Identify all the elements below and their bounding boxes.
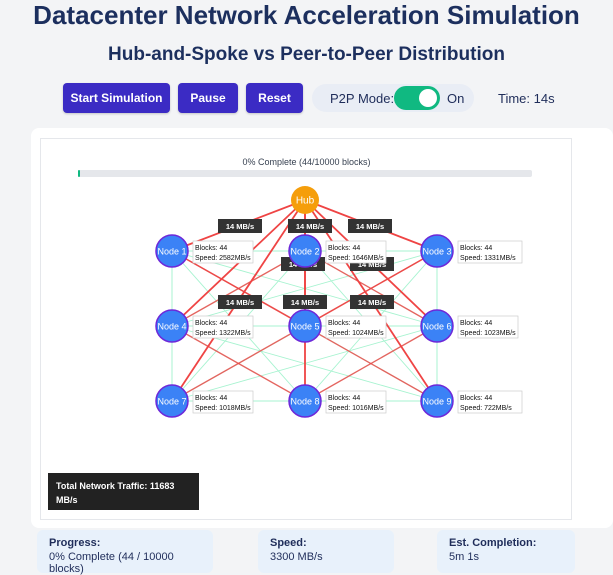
node-label: Node 4 [157, 322, 186, 332]
p2p-mode-toggle[interactable] [394, 86, 440, 110]
page-title: Datacenter Network Acceleration Simulati… [33, 0, 580, 30]
node-6 [420, 309, 454, 343]
node-3 [420, 234, 454, 268]
speed-stat-card: Speed: 3300 MB/s [258, 530, 394, 573]
node-speed: Speed: 1016MB/s [328, 405, 384, 412]
node-info-box [325, 240, 387, 264]
node-label: Node 2 [290, 247, 319, 257]
link-rate-badge [288, 219, 332, 233]
hub-label: Hub [296, 196, 315, 207]
node-speed: Speed: 1018MB/s [195, 405, 251, 412]
node-speed: Speed: 1331MB/s [460, 255, 516, 262]
traffic-overlay: Total Network Traffic: 11683 MB/s Active… [48, 473, 199, 519]
toggle-knob [419, 89, 437, 107]
node-blocks: Blocks: 44 [328, 245, 360, 252]
node-label: Node 8 [290, 397, 319, 407]
link-rate-badge [283, 295, 327, 309]
eta-stat-card: Est. Completion: 5m 1s [437, 530, 575, 573]
link-rate-label: 14 MB/s [226, 298, 254, 307]
node-speed: Speed: 1024MB/s [328, 330, 384, 337]
p2p-mode-container [312, 84, 474, 112]
eta-stat-label: Est. Completion: [449, 537, 537, 549]
hub-node [291, 186, 319, 214]
node-label: Node 9 [422, 397, 451, 407]
transfer-link [304, 325, 438, 402]
link-rate-badge [218, 219, 262, 233]
node-blocks: Blocks: 44 [460, 395, 492, 402]
active-transfers: Active Transfers: 9 [56, 509, 137, 519]
node-5 [288, 309, 322, 343]
node-info-box [192, 390, 254, 414]
speed-stat-label: Speed: [270, 537, 307, 549]
node-info-box [457, 390, 523, 414]
node-1 [155, 234, 189, 268]
node-label: Node 7 [157, 397, 186, 407]
node-info-box [457, 315, 519, 339]
link-rate-label: 14 MB/s [296, 222, 324, 231]
node-2 [288, 234, 322, 268]
progress-bar-fill [78, 170, 80, 177]
link-rate-badge [350, 295, 394, 309]
total-network-traffic: Total Network Traffic: 11683 MB/s [56, 481, 175, 505]
node-blocks: Blocks: 44 [328, 320, 360, 327]
progress-bar [78, 170, 532, 177]
link-rate-badge [348, 219, 392, 233]
node-info-box [325, 315, 387, 339]
node-info-box [457, 240, 523, 264]
elapsed-time: Time: 14s [498, 91, 555, 106]
node-9 [420, 384, 454, 418]
node-7 [155, 384, 189, 418]
transfer-link [304, 250, 438, 327]
node-speed: Speed: 1023MB/s [460, 330, 516, 337]
p2p-mode-state: On [447, 91, 465, 106]
reset-button[interactable]: Reset [246, 83, 303, 113]
link-rate-label: 14 MB/s [358, 298, 386, 307]
node-speed: Speed: 1322MB/s [195, 330, 251, 337]
node-info-box [325, 390, 387, 414]
node-info-box [192, 315, 254, 339]
node-speed: Speed: 722MB/s [460, 405, 512, 412]
node-label: Node 3 [422, 247, 451, 257]
progress-text: 0% Complete (44/10000 blocks) [242, 157, 371, 167]
node-speed: Speed: 2582MB/s [195, 255, 251, 262]
link-rate-label: 14 MB/s [356, 222, 384, 231]
node-blocks: Blocks: 44 [328, 395, 360, 402]
speed-stat-value: 3300 MB/s [270, 551, 323, 563]
node-blocks: Blocks: 44 [195, 320, 227, 327]
progress-stat-card: Progress: 0% Complete (44 / 10000 blocks… [37, 530, 213, 575]
transfer-link [171, 325, 306, 402]
node-info-box [192, 240, 254, 264]
node-label: Node 1 [157, 247, 186, 257]
start-simulation-button[interactable]: Start Simulation [63, 83, 170, 113]
node-blocks: Blocks: 44 [460, 245, 492, 252]
link-rate-label: 14 MB/s [291, 298, 319, 307]
node-blocks: Blocks: 44 [195, 395, 227, 402]
node-blocks: Blocks: 44 [460, 320, 492, 327]
eta-stat-value: 5m 1s [449, 551, 479, 563]
link-rate-label: 14 MB/s [358, 260, 386, 269]
link-rate-label: 14 MB/s [226, 222, 254, 231]
page-subtitle: Hub-and-Spoke vs Peer-to-Peer Distributi… [108, 44, 505, 65]
node-8 [288, 384, 322, 418]
progress-stat-value: 0% Complete (44 / 10000 blocks) [49, 551, 174, 575]
pause-button[interactable]: Pause [178, 83, 238, 113]
node-label: Node 5 [290, 322, 319, 332]
p2p-mode-label: P2P Mode: [330, 91, 395, 106]
link-rate-badge [218, 295, 262, 309]
node-4 [155, 309, 189, 343]
node-blocks: Blocks: 44 [195, 245, 227, 252]
node-label: Node 6 [422, 322, 451, 332]
node-speed: Speed: 1646MB/s [328, 255, 384, 262]
progress-stat-label: Progress: [49, 537, 101, 549]
